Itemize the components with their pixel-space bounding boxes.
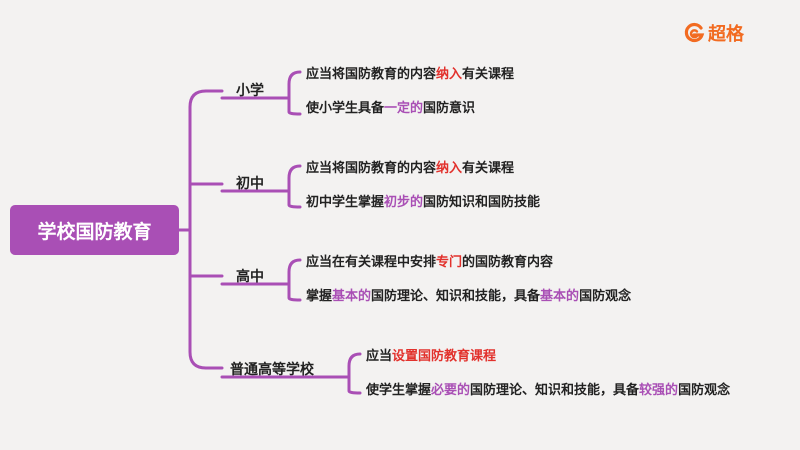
leaf-bracket-4 <box>347 352 362 395</box>
highlight-text: 一定的 <box>384 101 424 116</box>
highlight-text: 较强的 <box>639 383 679 398</box>
leaf-text: 国防观念 <box>579 289 632 304</box>
highlight-text: 专门 <box>436 255 463 270</box>
highlight-text: 必要的 <box>431 383 471 398</box>
highlight-text: 初步的 <box>384 195 424 210</box>
highlight-text: 基本的 <box>540 289 580 304</box>
leaf-item: 使学生掌握必要的国防理论、知识和技能，具备较强的国防观念 <box>366 379 730 398</box>
leaf-text: 国防知识和国防技能 <box>423 195 541 210</box>
leaf-text: 掌握 <box>306 289 333 304</box>
leaf-item: 应当将国防教育的内容纳入有关课程 <box>306 157 514 176</box>
leaf-text: 初中学生掌握 <box>306 195 385 210</box>
highlight-text: 纳入 <box>436 67 463 82</box>
leaf-text: 使学生掌握 <box>366 383 432 398</box>
branch-label-senior: 高中 <box>236 269 264 285</box>
leaf-text: 应当将国防教育的内容 <box>306 161 437 176</box>
leaf-item: 使小学生具备一定的国防意识 <box>306 97 475 116</box>
leaf-item: 初中学生掌握初步的国防知识和国防技能 <box>306 191 540 210</box>
leaf-bracket-1 <box>287 70 302 116</box>
leaf-text: 应当在有关课程中安排 <box>306 255 437 270</box>
branch-label-junior: 初中 <box>236 176 264 192</box>
leaf-text: 国防意识 <box>423 101 476 116</box>
leaf-text: 有关课程 <box>462 67 515 82</box>
highlight-text: 基本的 <box>332 289 372 304</box>
leaf-text: 有关课程 <box>462 161 515 176</box>
leaf-item: 应当将国防教育的内容纳入有关课程 <box>306 63 514 82</box>
leaf-item: 应当设置国防教育课程 <box>366 345 496 364</box>
main-trunk <box>188 89 208 370</box>
leaf-text: 国防观念 <box>678 383 731 398</box>
leaf-item: 应当在有关课程中安排专门的国防教育内容 <box>306 251 553 270</box>
g-logo-icon <box>684 22 705 43</box>
branch-label-university: 普通高等学校 <box>230 362 314 378</box>
root-node: 学校国防教育 <box>10 205 179 255</box>
leaf-text: 应当 <box>366 349 393 364</box>
leaf-text: 国防理论、知识和技能，具备 <box>470 383 640 398</box>
leaf-bracket-3 <box>287 258 302 302</box>
highlight-text: 纳入 <box>436 161 463 176</box>
brand-name: 超格 <box>708 24 744 45</box>
leaf-text: 国防理论、知识和技能，具备 <box>371 289 541 304</box>
leaf-text: 使小学生具备 <box>306 101 385 116</box>
brand-logo: 超格 <box>683 20 744 46</box>
leaf-item: 掌握基本的国防理论、知识和技能，具备基本的国防观念 <box>306 285 631 304</box>
branch-label-primary: 小学 <box>236 83 264 99</box>
leaf-text: 的国防教育内容 <box>462 255 554 270</box>
leaf-bracket-2 <box>287 164 302 209</box>
highlight-text: 设置国防教育课程 <box>392 349 497 364</box>
leaf-text: 应当将国防教育的内容 <box>306 67 437 82</box>
